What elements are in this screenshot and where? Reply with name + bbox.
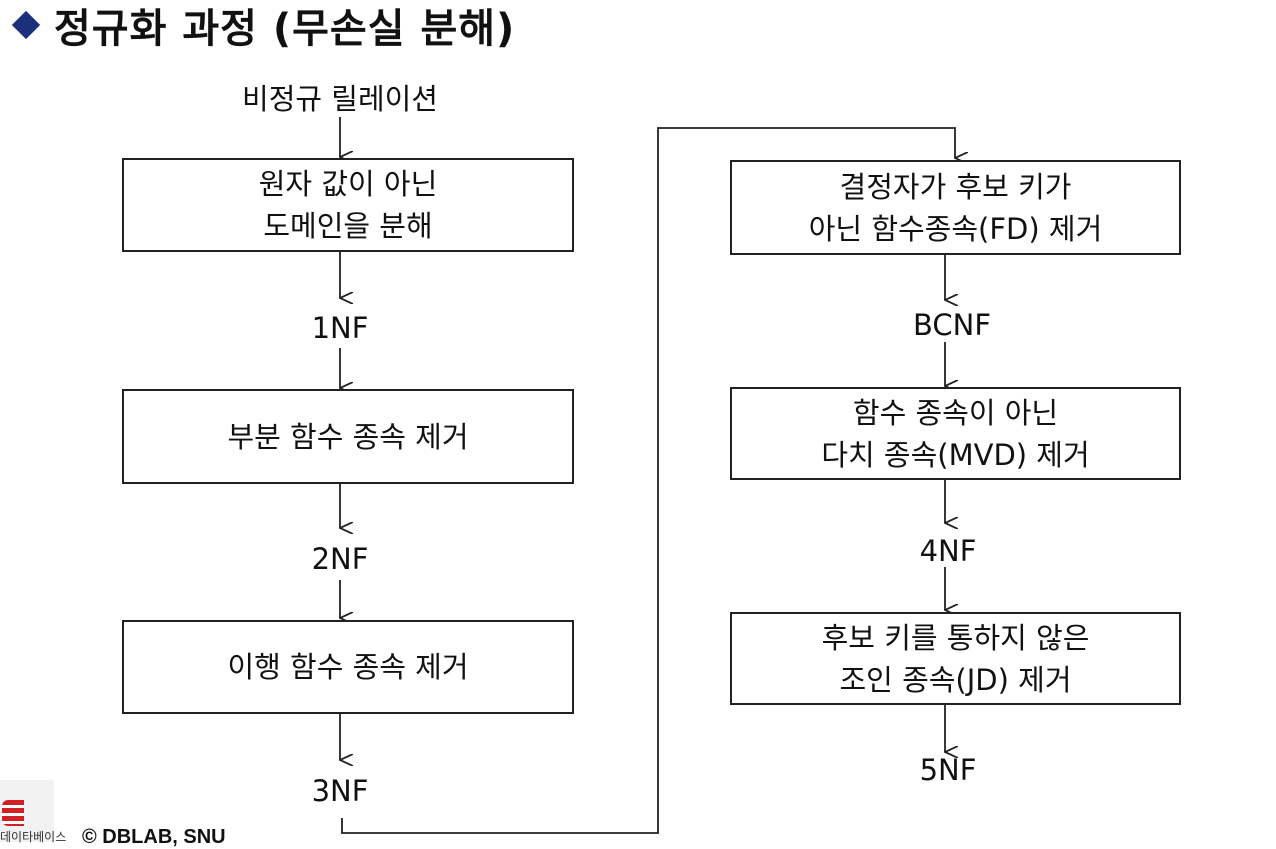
step-box-line: 함수 종속이 아닌 <box>852 395 1059 430</box>
step-box-remove-jd: 후보 키를 통하지 않은 조인 종속(JD) 제거 <box>730 612 1181 705</box>
step-box-remove-transitive-fd: 이행 함수 종속 제거 <box>122 620 574 714</box>
step-box-line: 조인 종속(JD) 제거 <box>839 662 1072 697</box>
step-box-line: 원자 값이 아닌 <box>258 167 438 201</box>
step-box-line: 부분 함수 종속 제거 <box>227 419 469 454</box>
result-label-4nf: 4NF <box>919 534 977 568</box>
result-label-1nf: 1NF <box>311 311 369 345</box>
step-box-line: 아닌 함수종속(FD) 제거 <box>808 211 1103 246</box>
result-label-bcnf: BCNF <box>912 308 992 342</box>
step-box-line: 후보 키를 통하지 않은 <box>821 620 1090 655</box>
start-label: 비정규 릴레이션 <box>242 82 438 116</box>
result-label-3nf: 3NF <box>311 774 369 808</box>
copyright-text: © DBLAB, SNU <box>82 826 226 848</box>
result-label-2nf: 2NF <box>311 542 369 576</box>
connector-3nf-to-right <box>341 127 955 834</box>
step-box-line: 이행 함수 종속 제거 <box>227 650 469 684</box>
result-label-5nf: 5NF <box>919 753 977 787</box>
step-box-decompose-domain: 원자 값이 아닌 도메인을 분해 <box>122 158 574 252</box>
logo-text: 데이타베이스 <box>0 830 67 844</box>
step-box-remove-non-key-fd: 결정자가 후보 키가 아닌 함수종속(FD) 제거 <box>730 160 1181 255</box>
dblab-logo: 데이타베이스 <box>0 780 66 844</box>
page-title: 정규화 과정 (무손실 분해) <box>54 6 516 52</box>
database-logo-icon <box>2 800 24 826</box>
step-box-line: 도메인을 분해 <box>263 209 433 243</box>
step-box-line: 결정자가 후보 키가 <box>839 169 1072 204</box>
step-box-line: 다치 종속(MVD) 제거 <box>821 437 1090 472</box>
step-box-remove-mvd: 함수 종속이 아닌 다치 종속(MVD) 제거 <box>730 387 1181 480</box>
step-box-remove-partial-fd: 부분 함수 종속 제거 <box>122 389 574 484</box>
slide-title: 정규화 과정 (무손실 분해) <box>10 0 515 52</box>
